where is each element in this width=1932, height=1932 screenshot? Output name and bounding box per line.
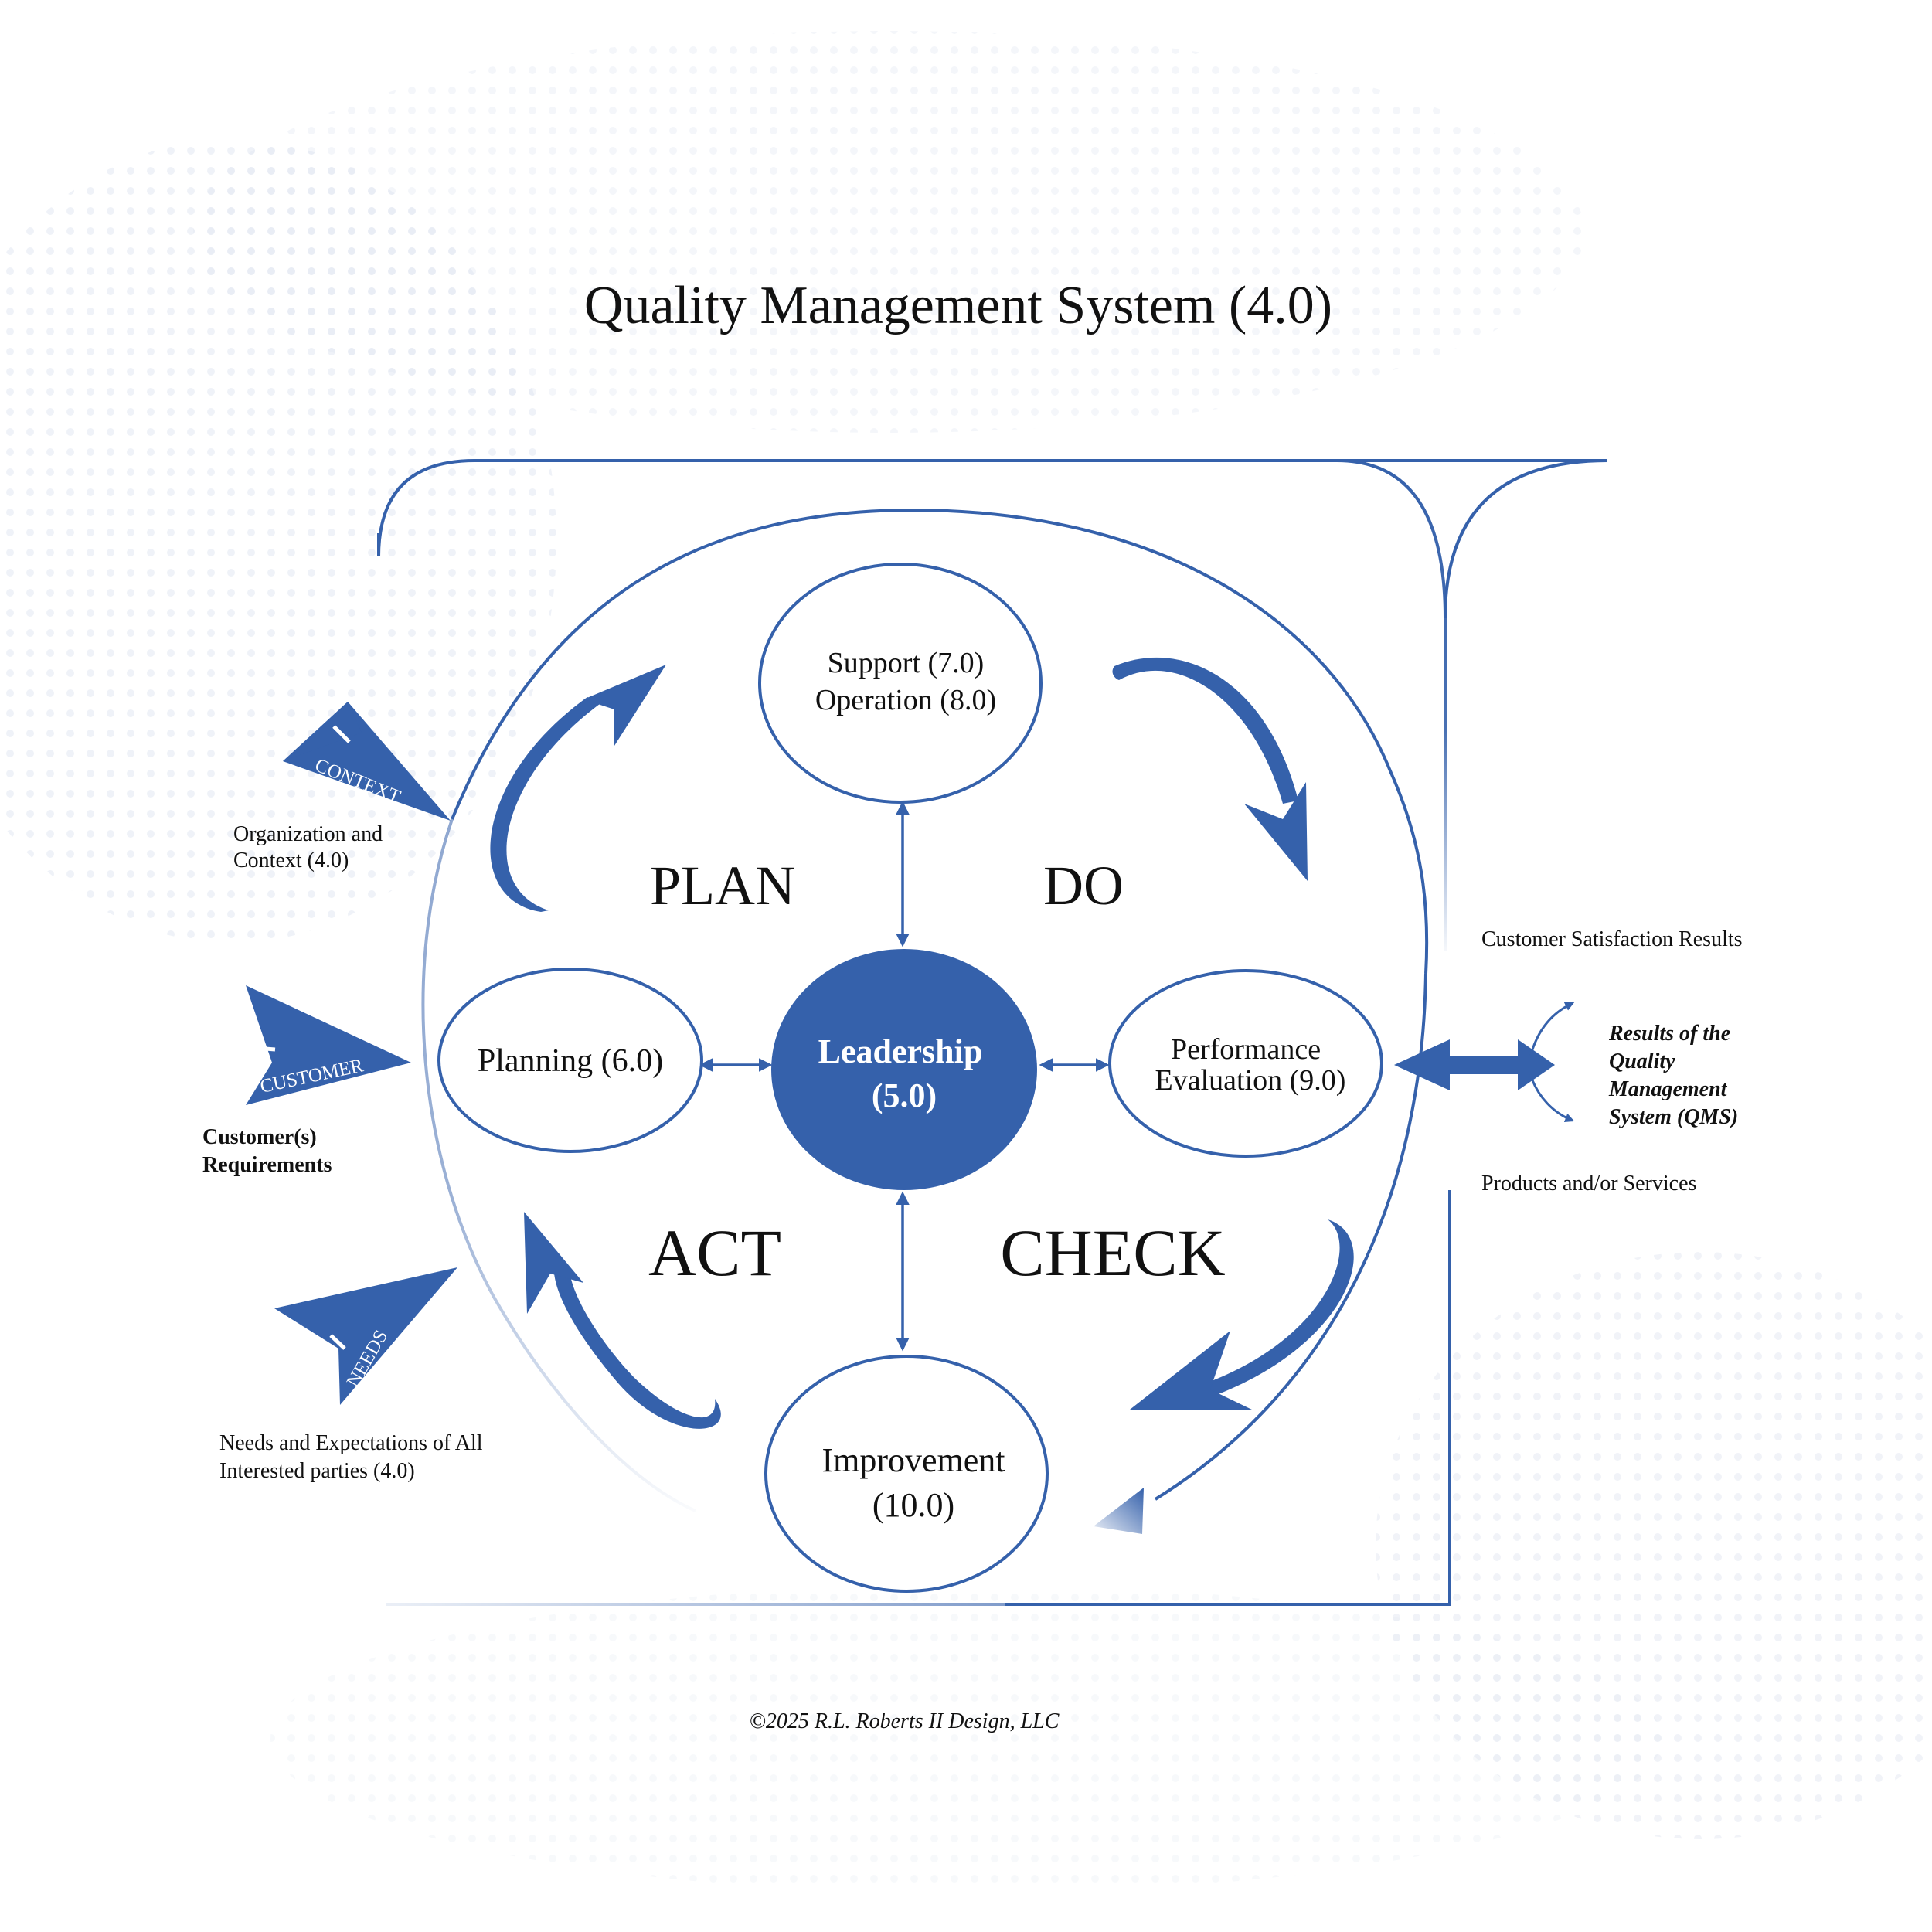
phase-do: DO	[1043, 855, 1124, 917]
cycle-arrow-check	[1130, 1219, 1354, 1410]
qms-results-line2: Quality	[1609, 1049, 1675, 1073]
output-double-arrow	[1394, 1002, 1575, 1123]
node-leadership[interactable]: Leadership (5.0)	[771, 949, 1037, 1190]
needs-caption-line1: Needs and Expectations of All	[219, 1431, 483, 1455]
context-caption-line2: Context (4.0)	[233, 849, 349, 872]
diagram-title: Quality Management System (4.0)	[584, 276, 1332, 335]
connectors	[699, 801, 1110, 1352]
outer-frame	[377, 459, 1608, 619]
qms-results-line3: Management	[1608, 1077, 1728, 1101]
node-performance-line1: Performance	[1171, 1033, 1321, 1066]
return-arrowhead	[1094, 1488, 1144, 1534]
input-arrow-needs: NEEDS	[274, 1267, 457, 1405]
context-caption-line1: Organization and	[233, 822, 383, 846]
products-services: Products and/or Services	[1481, 1172, 1696, 1196]
input-arrow-customer: CUSTOMER	[246, 985, 411, 1105]
phase-plan: PLAN	[650, 855, 795, 917]
outer-frame-top	[474, 459, 1447, 951]
node-leadership-line2: (5.0)	[872, 1077, 937, 1114]
needs-caption-line2: Interested parties (4.0)	[219, 1459, 415, 1483]
cycle-arrowhead-do	[1244, 782, 1308, 881]
phase-check: CHECK	[1000, 1216, 1225, 1290]
node-support-line2: Operation (8.0)	[815, 684, 996, 716]
customer-caption-line2: Requirements	[202, 1153, 332, 1177]
phase-act: ACT	[648, 1216, 781, 1290]
node-improvement-line1: Improvement	[821, 1441, 1005, 1479]
qms-results-line4: System (QMS)	[1609, 1105, 1738, 1129]
node-performance-evaluation[interactable]: Performance Evaluation (9.0)	[1108, 969, 1383, 1158]
cycle-ring-left	[421, 818, 696, 1512]
node-planning-label: Planning (6.0)	[478, 1043, 663, 1079]
node-improvement-line2: (10.0)	[872, 1486, 954, 1524]
node-planning[interactable]: Planning (6.0)	[437, 968, 703, 1153]
background-dot-pattern	[0, 31, 1932, 1893]
node-support-operation[interactable]: Support (7.0) Operation (8.0)	[758, 563, 1043, 804]
cycle-arrowhead-act	[524, 1212, 583, 1314]
cycle-arrowhead-plan	[583, 665, 666, 746]
customer-satisfaction-results: Customer Satisfaction Results	[1481, 927, 1743, 951]
cycle-arrow-do	[1112, 657, 1308, 881]
cycle-ring-top	[451, 508, 1429, 975]
customer-caption-line1: Customer(s)	[202, 1125, 317, 1149]
cycle-arrow-act	[524, 1212, 721, 1429]
qms-results-line1: Results of the	[1608, 1022, 1730, 1046]
node-support-line1: Support (7.0)	[828, 647, 985, 679]
node-leadership-line1: Leadership	[818, 1032, 983, 1070]
cycle-arrow-plan	[490, 665, 666, 912]
cycle-arrowhead-check	[1130, 1331, 1253, 1410]
copyright-notice: ©2025 R.L. Roberts II Design, LLC	[750, 1709, 1060, 1733]
node-performance-line2: Evaluation (9.0)	[1155, 1064, 1346, 1097]
node-improvement[interactable]: Improvement (10.0)	[764, 1355, 1049, 1593]
